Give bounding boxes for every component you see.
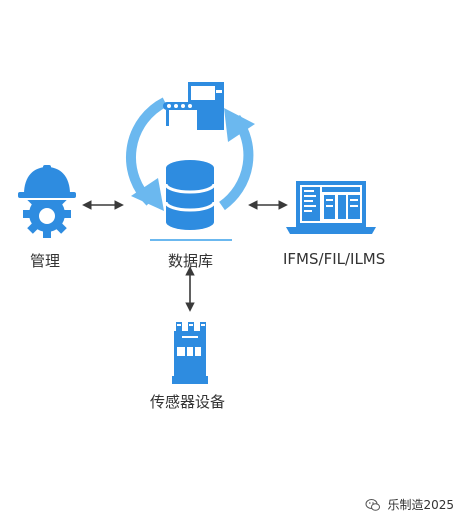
cycle-arrow-left (125, 97, 168, 211)
sensor-label: 传感器设备 (150, 393, 226, 411)
database-icon (150, 160, 232, 241)
watermark-text: 乐制造2025 (387, 498, 454, 512)
watermark: 乐制造2025 (365, 496, 454, 513)
database-label: 数据库 (168, 252, 214, 270)
wechat-icon (365, 498, 381, 511)
management-label: 管理 (30, 252, 61, 270)
hardhat-gear-icon (18, 165, 76, 238)
machine-icon (163, 82, 224, 130)
laptop-icon (286, 181, 376, 234)
sensor-device-icon (172, 322, 208, 384)
ifms-label: IFMS/FIL/ILMS (283, 250, 386, 268)
cycle-arrow-right (219, 108, 255, 211)
